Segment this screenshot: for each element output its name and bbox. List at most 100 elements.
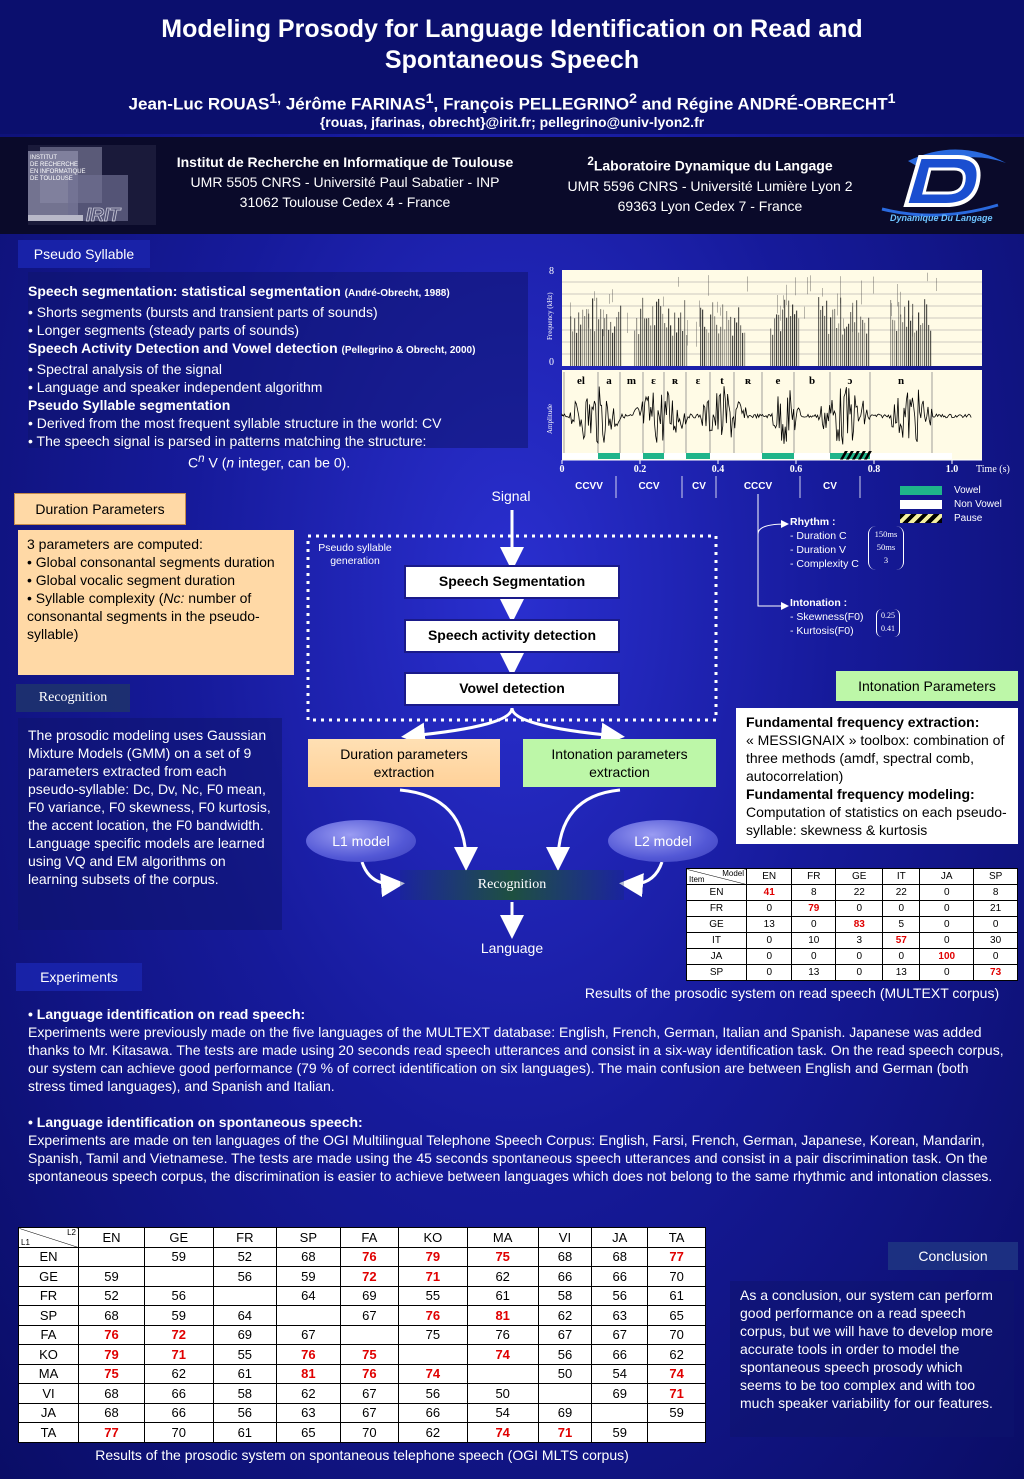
segment-bars	[562, 451, 952, 460]
section-label-experiments: Experiments	[16, 963, 142, 991]
table-cell: 50	[537, 1363, 593, 1384]
table-cell: 70	[144, 1422, 214, 1443]
table-cell: 0	[919, 964, 975, 981]
formula-end: integer, can be 0).	[234, 454, 351, 471]
segment-label: CCVV	[575, 481, 603, 492]
phoneme-label: n	[898, 375, 904, 387]
table-cell: 76	[77, 1324, 146, 1345]
table-cell: 70	[339, 1422, 400, 1443]
table-cell: 0	[745, 948, 793, 965]
table-cell: 0	[791, 948, 837, 965]
duration-line: • Global consonantal segments duration	[27, 554, 275, 570]
flow-speech-activity: Speech activity detection	[404, 619, 620, 653]
table-cell: 67	[339, 1383, 400, 1404]
intonation-text: « MESSIGNAIX » toolbox: combination of t…	[746, 732, 1005, 784]
intonation-mini-values: 0.25 0.41	[876, 609, 900, 637]
table-cell: 81	[276, 1363, 341, 1384]
duration-panel: 3 parameters are computed: • Global cons…	[18, 530, 294, 675]
duration-line: • Global vocalic segment duration	[27, 572, 236, 588]
time-tick: 0	[560, 464, 565, 475]
sup: 1	[269, 91, 278, 107]
recognition-panel: The prosodic modeling uses Gaussian Mixt…	[18, 718, 282, 930]
column-header: MA	[466, 1227, 539, 1248]
table-cell: 10	[791, 932, 837, 949]
affiliation-irit: Institut de Recherche en Informatique de…	[150, 152, 540, 212]
table-cell: 0	[835, 900, 884, 917]
column-header: TA	[647, 1227, 706, 1248]
author-3: François PELLEGRINO	[443, 94, 630, 114]
table-cell: 62	[276, 1383, 341, 1404]
table-cell: 67	[591, 1324, 649, 1345]
reference: (Pellegrino & Obrecht, 2000)	[341, 345, 476, 356]
table-cell	[339, 1324, 400, 1345]
table-cell: 79	[791, 900, 837, 917]
table-cell: 22	[882, 884, 921, 901]
table-cell: 66	[591, 1344, 649, 1365]
table-cell: 67	[339, 1402, 400, 1423]
formula: Cn V (n integer, can be 0).	[28, 450, 548, 472]
table-cell: 70	[647, 1324, 706, 1345]
table-cell: 66	[591, 1266, 649, 1287]
author-2: Jérôme FARINAS	[285, 94, 426, 114]
table-cell: 59	[591, 1422, 649, 1443]
table-cell: 54	[466, 1402, 539, 1423]
experiments-paragraph: Experiments were previously made on the …	[28, 1024, 1004, 1094]
bullet: • Shorts segments (bursts and transient …	[28, 304, 378, 320]
row-header: JA	[686, 948, 747, 965]
table-cell: 66	[144, 1402, 214, 1423]
section-label-pseudo-syllable: Pseudo Syllable	[18, 240, 150, 268]
table-cell: 79	[398, 1246, 468, 1267]
duration-line: 3 parameters are computed:	[27, 536, 203, 552]
rhythm-values: 150ms 50ms 3	[868, 526, 904, 570]
legend-nonvowel-swatch	[900, 499, 942, 509]
pseudo-syllable-text: Speech segmentation: statistical segment…	[28, 282, 548, 472]
row-header: SP	[18, 1305, 79, 1326]
row-header: IT	[686, 932, 747, 949]
bullet: • Longer segments (steady parts of sound…	[28, 322, 300, 338]
table-cell: 62	[466, 1266, 539, 1287]
table-spont-caption: Results of the prosodic system on sponta…	[95, 1447, 629, 1463]
table-cell: 76	[276, 1344, 341, 1365]
table-cell: 50	[466, 1383, 539, 1404]
table-cell: 55	[212, 1344, 278, 1365]
table-cell: 61	[647, 1285, 706, 1306]
table-cell: 0	[835, 964, 884, 981]
column-header: SP	[973, 868, 1018, 885]
table-cell: 75	[398, 1324, 468, 1345]
phoneme-label: ʀ	[745, 375, 752, 387]
rhythm-value: 150ms	[874, 529, 898, 539]
rhythm-title: Rhythm :	[790, 516, 836, 528]
table-cell: 72	[144, 1324, 214, 1345]
table-cell: 56	[591, 1285, 649, 1306]
row-header: SP	[686, 964, 747, 981]
table-cell: 67	[339, 1305, 400, 1326]
sup: ,	[277, 91, 282, 107]
affiliation-line: UMR 5596 CNRS - Université Lumière Lyon …	[567, 177, 853, 194]
affiliation-ddl: 2Laboratoire Dynamique du Langage UMR 55…	[540, 152, 880, 216]
affiliation-line: 31062 Toulouse Cedex 4 - France	[239, 194, 451, 210]
table-cell: 71	[398, 1266, 468, 1287]
table-cell: 100	[919, 948, 975, 965]
intonation-mini-box: Intonation : - Skewness(F0) - Kurtosis(F…	[790, 596, 864, 638]
table-cell: 75	[77, 1363, 146, 1384]
phoneme-label: ɔ	[848, 375, 853, 387]
table-cell: 68	[77, 1305, 146, 1326]
affiliation-name: Institut de Recherche en Informatique de…	[176, 154, 514, 170]
table-cell: 13	[882, 964, 921, 981]
table-cell: 75	[339, 1344, 400, 1365]
irit-logo: IRIT INSTITUT DE RECHERCHE EN INFORMATIQ…	[28, 145, 156, 225]
table-cell	[144, 1266, 214, 1287]
freq-min: 0	[549, 357, 554, 368]
emails: {rouas, jfarinas, obrecht}@irit.fr; pell…	[319, 114, 705, 130]
intonation-panel: Fundamental frequency extraction: « MESS…	[736, 708, 1018, 844]
